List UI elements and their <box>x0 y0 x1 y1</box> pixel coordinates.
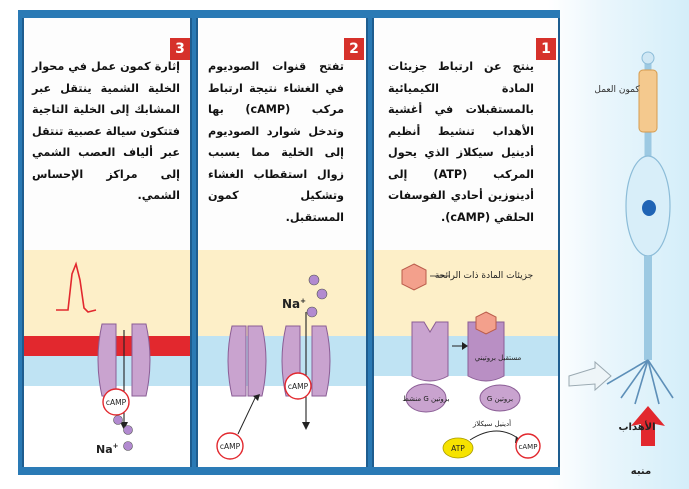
atp-label: ATP <box>451 444 465 453</box>
panel-3-camp-label: cAMP <box>106 398 127 407</box>
panel-3-diagram: cAMP Na+ <box>24 250 190 460</box>
panel-2-camp-bound-label: cAMP <box>288 382 309 391</box>
closed-sodium-channel-right <box>248 326 266 396</box>
bound-odorant-molecule <box>476 312 496 334</box>
cilia-label: الأهداب <box>618 420 655 433</box>
axon-terminal <box>642 52 654 64</box>
odorant-molecule <box>402 264 426 290</box>
closed-sodium-channel-left <box>228 326 246 396</box>
sodium-ion <box>309 275 319 285</box>
panel-1-camp-label: cAMP <box>519 443 538 451</box>
g-protein-label: بروتين G <box>487 395 513 403</box>
sodium-ion <box>124 442 133 451</box>
cilium <box>621 360 648 398</box>
panel-3-open-channel-left <box>98 324 116 396</box>
panel-2-cytoplasm-area <box>198 250 366 336</box>
panel-1: 1 ينتج عن ارتباط جزيئات المادة الكيميائي… <box>372 18 560 467</box>
sodium-ion <box>124 426 133 435</box>
sodium-ion <box>317 289 327 299</box>
stimulus-label: منبه <box>631 466 651 477</box>
panel-1-membrane <box>374 336 558 376</box>
panel-2-description: تفتح قنوات الصوديوم في الغشاء نتيجة ارتب… <box>208 56 344 246</box>
adenylyl-cyclase-label: أدينيل سيكلاز <box>472 419 511 428</box>
action-potential-segment <box>639 70 657 132</box>
sodium-ion <box>307 307 317 317</box>
open-sodium-channel-right <box>312 326 330 396</box>
cilium <box>648 360 659 404</box>
olfactory-neuron: كمون العمل الأهداب منبه <box>559 0 689 489</box>
panel-1-number-badge: 1 <box>536 38 556 60</box>
action-potential-label: كمون العمل <box>594 85 640 95</box>
cilium <box>648 360 673 398</box>
sodium-ion <box>114 416 123 425</box>
panel-3-description: إثارة كمون عمل في محوار الخلية الشمية ين… <box>32 56 180 246</box>
cilia-connector-arrow <box>569 362 611 390</box>
panel-3-cytoplasm-area <box>24 250 190 336</box>
panel-3: 3 إثارة كمون عمل في محوار الخلية الشمية … <box>22 18 192 467</box>
neuron-nucleus <box>642 200 656 216</box>
panel-2-number-badge: 2 <box>344 38 364 60</box>
panel-3-open-channel-right <box>132 324 150 396</box>
panel-1-cytoplasm-area <box>374 250 558 336</box>
panel-2-diagram: Na+ cAMP cAMP <box>198 250 366 460</box>
panel-1-description: ينتج عن ارتباط جزيئات المادة الكيميائية … <box>388 56 534 246</box>
panel-2-camp-free-label: cAMP <box>220 442 241 451</box>
receptor-label: مستقبل بروتيني <box>475 354 522 362</box>
panel-1-diagram: جزيئات المادة ذات الرائحة مستقبل بروتيني… <box>374 250 558 460</box>
panel-2: 2 تفتح قنوات الصوديوم في الغشاء نتيجة ار… <box>196 18 368 467</box>
g-protein-active-label: بروتين G منشط <box>402 395 449 403</box>
